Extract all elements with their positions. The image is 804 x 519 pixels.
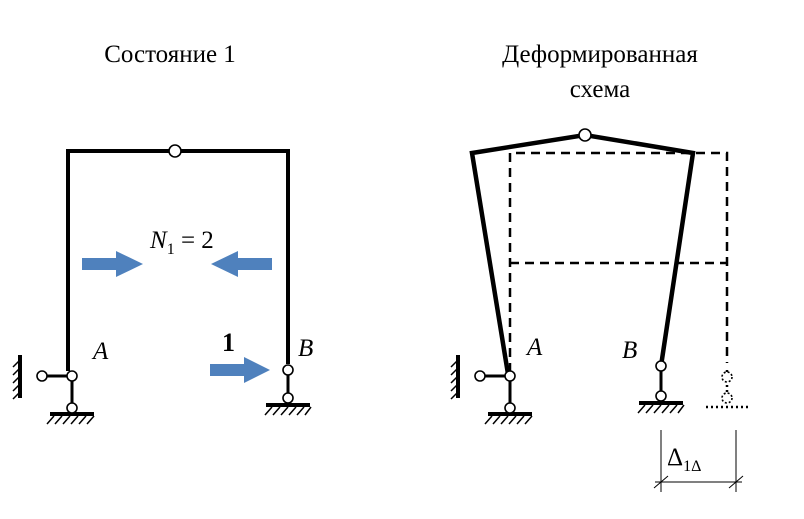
support-b-ground-hatch [264,406,312,416]
delta-subscript: 1Δ [683,458,701,475]
support-a-hinge-wall [36,370,48,382]
right-support-a [450,355,533,425]
right-support-b [637,360,685,414]
displacement-label: Δ1Δ [667,444,701,475]
left-label-a: A [91,338,109,365]
support-a-hinge-ground [66,402,78,414]
force-equation: N1 = 2 [149,227,214,258]
unit-load-label: 1 [222,328,235,357]
displacement-dimension [653,430,744,492]
right-title-line1: Деформированная [502,41,698,68]
left-support-a [12,355,95,425]
force-subscript: 1 [167,241,175,258]
force-value: = 2 [175,227,214,254]
deformed-top-hinge [578,128,592,142]
left-support-b [264,364,312,416]
support-a-ground-hatch [46,415,95,425]
right-pointing-arrow-icon [82,251,143,277]
support-a-hinge-node [66,370,78,382]
deformed-frame [469,132,696,375]
left-top-hinge [168,144,182,158]
right-label-b: B [622,337,637,364]
r-support-a-hinge-node [504,370,516,382]
support-b-hinge-node [282,364,294,376]
right-label-a: A [525,334,543,361]
support-b-hinge-ground [282,392,294,404]
support-a-wall-hatch [12,359,21,400]
right-panel: Деформированная схема [450,41,750,492]
r-support-b-hinge-node [655,360,667,372]
right-title-line2: схема [570,76,631,103]
left-panel: Состояние 1 [12,41,313,425]
left-label-b: B [298,335,313,362]
r-support-a-ground-hatch [484,415,533,425]
r-support-a-wall-hatch [450,359,459,400]
r-support-a-hinge-ground [504,402,516,414]
r-support-b-ground-hatch [637,404,685,414]
left-title: Состояние 1 [104,41,236,68]
delta-symbol: Δ [667,444,683,471]
original-hinge-ground [721,392,733,404]
force-symbol: N [149,227,168,254]
left-pointing-arrow-icon [211,251,272,277]
original-support-b-dotted [706,370,750,409]
r-support-a-hinge-wall [474,370,486,382]
original-hinge-node [721,371,733,383]
r-support-b-hinge-ground [655,390,667,402]
unit-load-arrow-icon [210,357,270,383]
